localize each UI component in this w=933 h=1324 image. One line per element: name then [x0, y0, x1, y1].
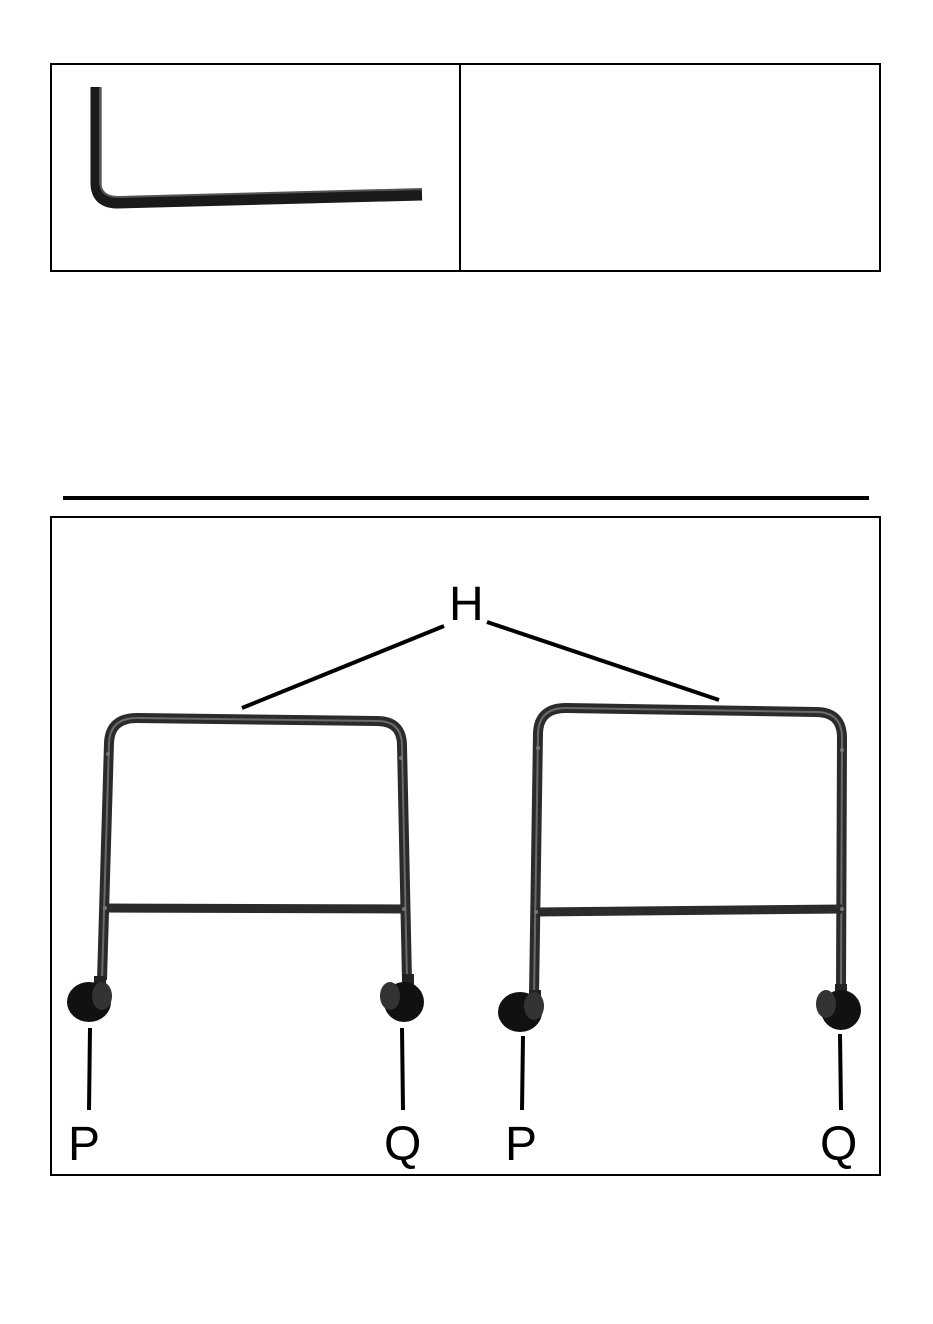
caster-wheel-icon [67, 976, 112, 1022]
caster-wheel-icon [380, 974, 424, 1022]
allen-key-cell [52, 65, 461, 270]
trolley-frame-icon [534, 708, 844, 996]
frame-label-h: H [449, 578, 484, 631]
caster-label-p: P [68, 1118, 100, 1171]
caster-label-q: Q [820, 1118, 857, 1171]
leader-line-q [402, 1028, 403, 1110]
leader-line-p [522, 1036, 523, 1110]
hardware-table [50, 63, 881, 272]
leader-line-h-left [242, 626, 444, 708]
allen-key-icon [52, 65, 457, 270]
caster-wheel-icon [816, 984, 861, 1030]
caster-label-p: P [505, 1118, 537, 1171]
diagram-canvas: H P Q [52, 518, 879, 1174]
parts-diagram: H P Q [50, 516, 881, 1176]
empty-cell [461, 65, 879, 270]
caster-wheel-icon [498, 990, 544, 1032]
leader-line-h-right [487, 622, 719, 700]
leader-line-q [840, 1034, 841, 1110]
trolley-frame-icon [102, 718, 407, 980]
leader-line-p [89, 1028, 90, 1110]
caster-label-q: Q [384, 1118, 421, 1171]
section-divider [63, 496, 869, 500]
